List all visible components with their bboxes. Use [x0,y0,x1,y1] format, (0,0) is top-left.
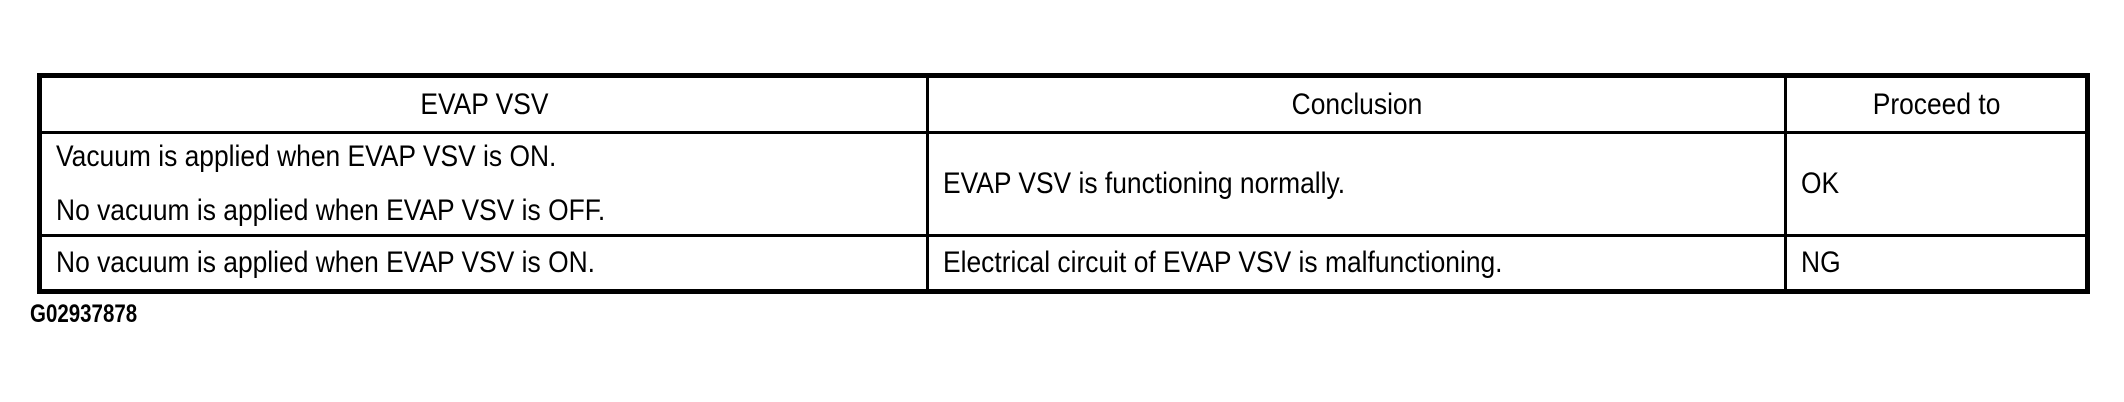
proceed-to-value: NG [1801,246,1841,279]
column-header-conclusion-label: Conclusion [1291,87,1422,121]
condition-line: No vacuum is applied when EVAP VSV is ON… [56,246,596,279]
proceed-to-value: OK [1801,167,1840,200]
evap-vsv-inspection-table: EVAP VSV Conclusion Proceed to Vacuum is… [37,73,2090,294]
cell-proceed-to: NG [1784,234,2089,293]
cell-condition: Vacuum is applied when EVAP VSV is ON. N… [38,131,929,237]
condition-line: Vacuum is applied when EVAP VSV is ON. [56,140,557,173]
condition-line: No vacuum is applied when EVAP VSV is OF… [56,194,606,227]
column-header-conclusion: Conclusion [977,74,1736,134]
conclusion-text: Electrical circuit of EVAP VSV is malfun… [943,246,1503,279]
column-header-proceed-to: Proceed to [1802,74,2071,134]
cell-conclusion: Electrical circuit of EVAP VSV is malfun… [926,234,1787,293]
column-header-proceed-to-label: Proceed to [1872,87,2000,121]
table-header: EVAP VSV Conclusion Proceed to [40,74,2088,134]
cell-proceed-to: OK [1784,131,2089,237]
column-header-evap-vsv: EVAP VSV [91,74,876,134]
cell-conclusion: EVAP VSV is functioning normally. [926,131,1787,237]
table-row: Vacuum is applied when EVAP VSV is ON. N… [38,131,2089,237]
conclusion-text: EVAP VSV is functioning normally. [943,167,1346,200]
figure-caption: G02937878 [30,300,138,328]
cell-condition: No vacuum is applied when EVAP VSV is ON… [38,234,929,293]
table-header-row: EVAP VSV Conclusion Proceed to [40,74,2088,134]
table-row: No vacuum is applied when EVAP VSV is ON… [38,234,2089,293]
column-header-evap-vsv-label: EVAP VSV [419,87,549,121]
table-body: Vacuum is applied when EVAP VSV is ON. N… [38,131,2089,293]
